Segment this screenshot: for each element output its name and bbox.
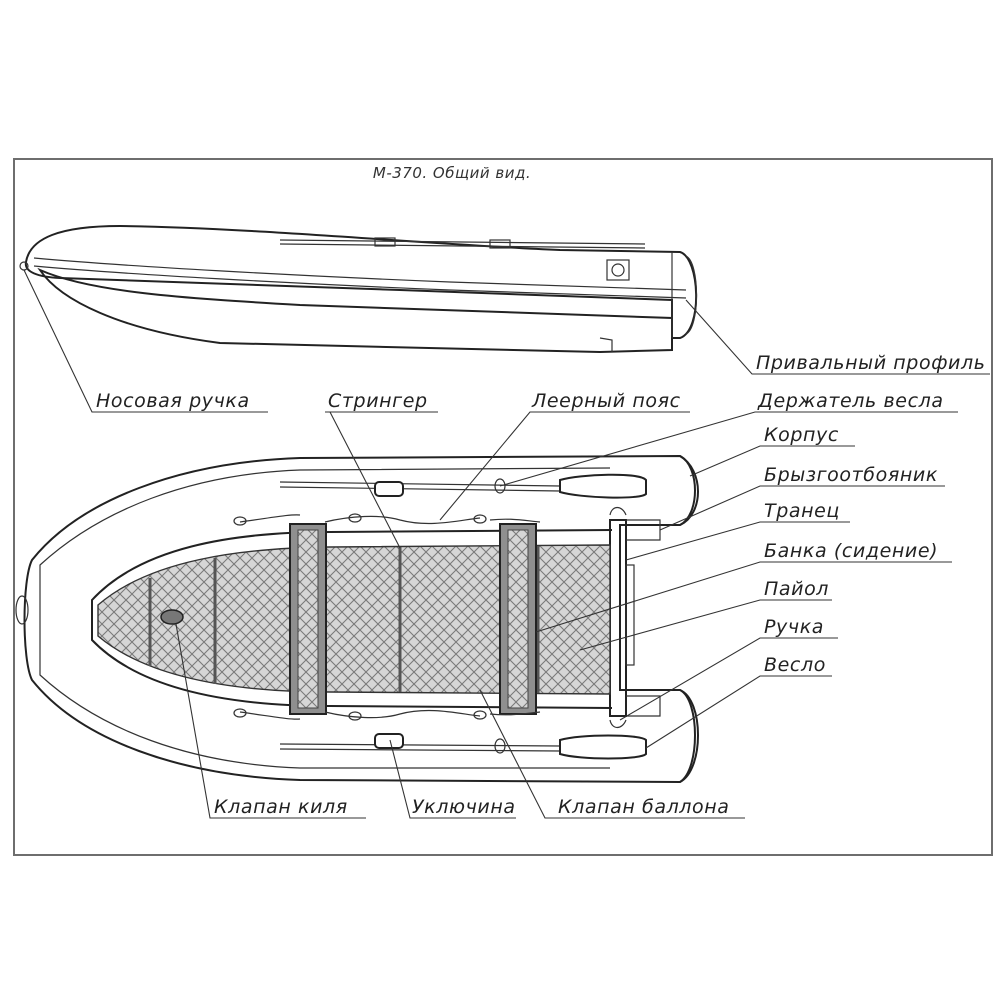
label-klapan-ballona: Клапан баллона bbox=[558, 796, 730, 818]
label-tranets: Транец bbox=[764, 500, 840, 522]
drawing-title: М-370. Общий вид. bbox=[373, 164, 531, 182]
label-leerny-poyas: Леерный пояс bbox=[531, 390, 681, 412]
label-derzhatel-vesla: Держатель весла bbox=[757, 390, 944, 412]
label-privalny-profil: Привальный профиль bbox=[756, 352, 986, 374]
top-view bbox=[15, 454, 699, 784]
label-banka: Банка (сидение) bbox=[764, 540, 938, 562]
label-uklyuchina: Уключина bbox=[412, 796, 516, 818]
label-payol: Пайол bbox=[764, 578, 829, 600]
label-nosovaya-ruchka: Носовая ручка bbox=[96, 390, 250, 412]
leader-lines bbox=[23, 269, 990, 819]
callout-labels: Привальный профиль Носовая ручка Стринге… bbox=[96, 352, 986, 818]
label-bryzgootboynik: Брызгоотбояник bbox=[764, 464, 938, 486]
label-ruchka: Ручка bbox=[764, 616, 824, 638]
drawing-frame bbox=[13, 158, 993, 856]
label-stringer: Стрингер bbox=[328, 390, 428, 412]
label-klapan-kilya: Клапан киля bbox=[214, 796, 348, 818]
side-view bbox=[19, 224, 698, 354]
label-korpus: Корпус bbox=[764, 424, 839, 446]
label-veslo: Весло bbox=[764, 654, 826, 676]
